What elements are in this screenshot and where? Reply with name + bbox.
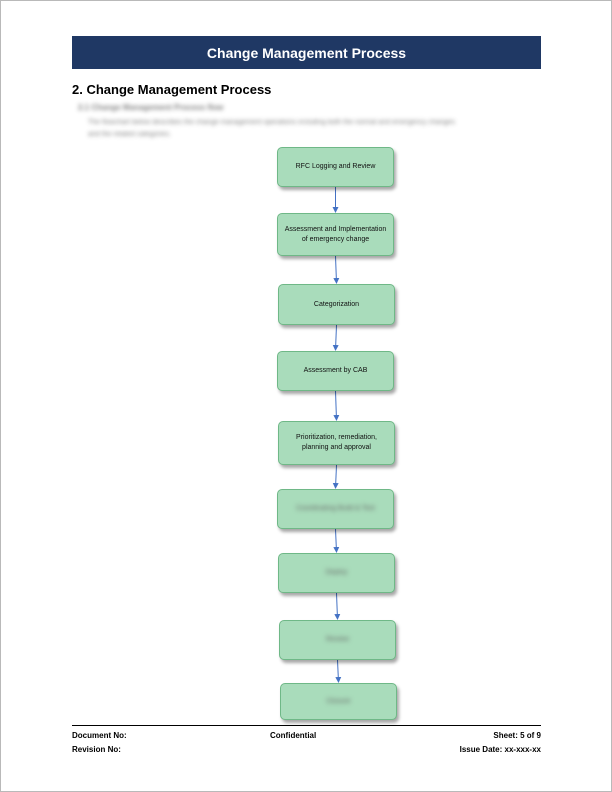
footer-revision-no: Revision No: (72, 745, 121, 754)
footer-classification: Confidential (270, 731, 317, 740)
flow-step-build-test: Coordinating Build & Test (277, 489, 394, 529)
section-body-line-1: The flowchart below describes the change… (88, 119, 455, 126)
footer-document-no: Document No: (72, 731, 127, 740)
flow-step-label: Assessment by CAB (303, 367, 368, 374)
flow-step-review: Review (279, 620, 396, 660)
flow-step-categorization: Categorization (278, 284, 395, 325)
flow-step-label: Review (326, 636, 349, 643)
flow-step-closure: Closure (280, 683, 397, 720)
flow-step-emergency-change: Assessment and Implementation of emergen… (277, 213, 394, 256)
section-body-line-2: and the related categories. (88, 131, 171, 138)
section-heading: 2. Change Management Process (72, 82, 272, 97)
flow-step-cab-assessment: Assessment by CAB (277, 351, 394, 391)
footer-divider (72, 725, 541, 726)
flow-step-deploy: Deploy (278, 553, 395, 593)
flow-step-label: Prioritization, remediation, planning an… (296, 434, 377, 451)
footer-sheet-number: Sheet: 5 of 9 (493, 731, 541, 740)
flow-step-label: Closure (326, 697, 351, 705)
header-title: Change Management Process (206, 44, 407, 61)
flow-step-label: RFC Logging and Review (295, 163, 376, 170)
flow-step-label: Deploy (325, 569, 348, 576)
flow-step-label: Coordinating Build & Test (296, 505, 375, 512)
footer-issue-date: Issue Date: xx-xxx-xx (459, 745, 541, 754)
flow-step-label: Categorization (313, 300, 360, 308)
subsection-heading: 2.1 Change Management Process flow (78, 103, 224, 112)
flow-step-prioritization: Prioritization, remediation, planning an… (278, 421, 395, 465)
flow-step-rfc-logging: RFC Logging and Review (277, 147, 394, 187)
flow-step-label: Assessment and Implementation of emergen… (284, 225, 387, 243)
page-header-banner: Change Management Process (72, 36, 541, 69)
